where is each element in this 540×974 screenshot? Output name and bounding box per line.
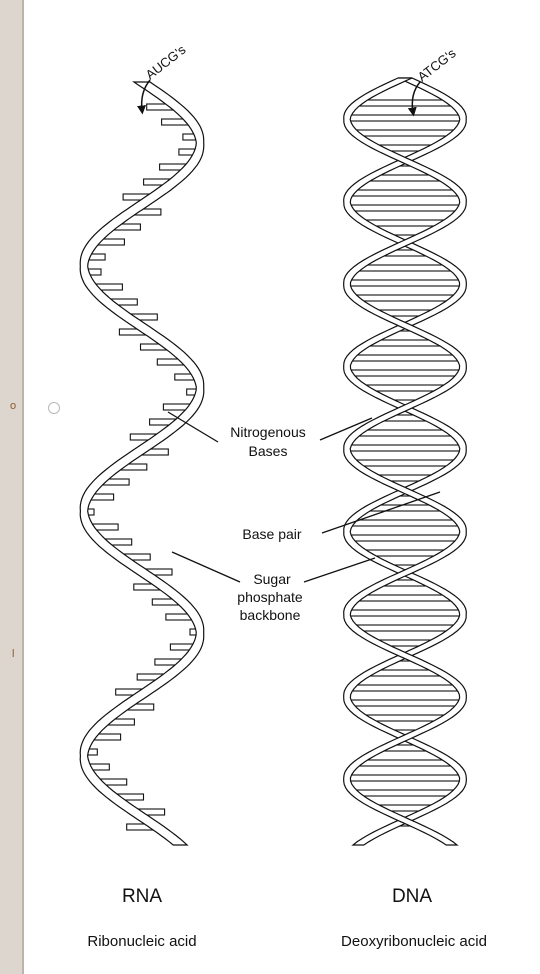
rna-bases-label: AUCG's [143,42,189,83]
dna-base-pair-rung [347,610,463,616]
rna-title: RNA [122,886,162,907]
dna-base-pair-rung [349,535,462,541]
dna-base-pair-rung [365,715,445,721]
sugar-label-line1: Sugar [253,571,291,587]
dna-base-pair-rung [365,385,445,391]
sugar-leader-dna [304,558,375,582]
dna-bases-label: ATCG's [415,45,459,84]
dna-base-pair-rung [350,355,460,361]
rna-subtitle: Ribonucleic acid [87,933,196,950]
dna-base-pair-rung [358,430,453,436]
dna-base-pair-rung [355,130,456,136]
sugar-leader-rna [172,552,240,582]
rna-helix [80,82,204,845]
dna-subtitle: Deoxyribonucleic acid [341,933,487,950]
nitrogenous-label-line1: Nitrogenous [230,424,306,440]
dna-base-pair-rung [347,280,463,286]
dna-base-pair-rung [347,115,463,121]
dna-base-pair-rung [358,595,453,601]
dna-base-pair-rung [365,550,445,556]
dna-base-pair-rung [347,775,463,781]
sugar-label-line3: backbone [240,607,301,623]
dna-base-pair-rung [358,760,453,766]
dna-base-pair-rung [349,205,462,211]
dna-base-pair-rung [355,460,456,466]
dna-base-pair-rung [347,445,463,451]
dna-base-pair-rung [350,685,460,691]
dna-base-pair-rung [358,265,453,271]
dna-base-pair-rung [350,190,460,196]
dna-base-pair-rung [355,790,456,796]
dna-helix [344,78,467,845]
sugar-label-line2: phosphate [237,589,303,605]
dna-base-pair-rung [358,100,453,106]
base-pair-label: Base pair [242,526,301,542]
dna-base-pair-rung [365,220,445,226]
dna-base-pair-rung [349,370,462,376]
dna-base-pair-rung [355,295,456,301]
nitrogenous-label-line2: Bases [249,443,288,459]
dna-base-pair-rung [355,625,456,631]
dna-base-pair-rung [350,520,460,526]
dna-base-pair-rung [349,700,462,706]
dna-title: DNA [392,886,432,907]
